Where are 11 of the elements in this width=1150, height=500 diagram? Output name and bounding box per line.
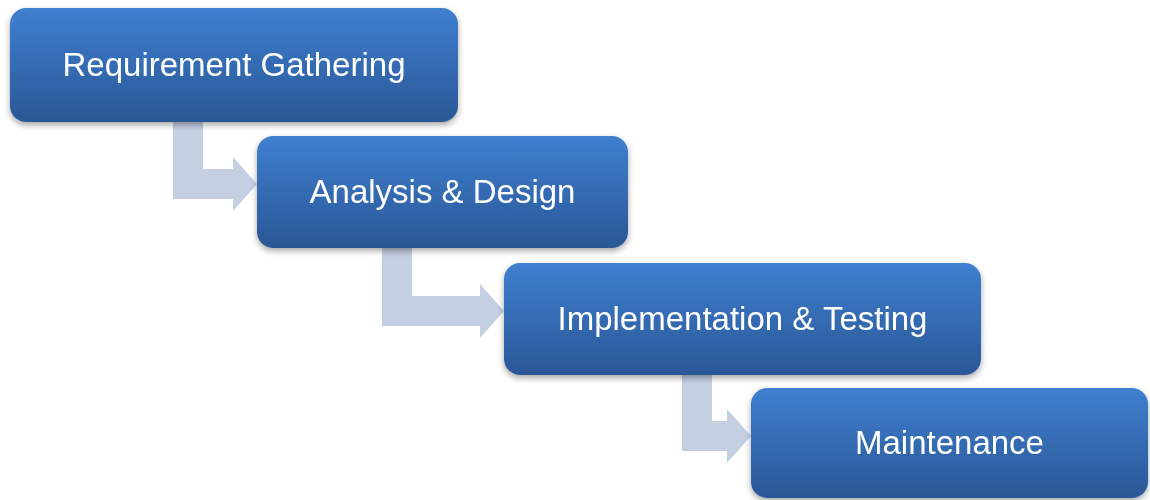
elbow-arrow xyxy=(382,248,504,338)
step-label: Maintenance xyxy=(855,423,1044,464)
elbow-arrow xyxy=(173,122,257,211)
process-box xyxy=(504,263,981,375)
elbow-arrow xyxy=(682,375,751,463)
step-label: Requirement Gathering xyxy=(62,45,406,86)
process-box xyxy=(751,388,1148,498)
process-box xyxy=(10,8,458,122)
step-label: Implementation & Testing xyxy=(557,299,928,340)
step-label: Analysis & Design xyxy=(309,172,576,213)
process-box xyxy=(257,136,628,248)
